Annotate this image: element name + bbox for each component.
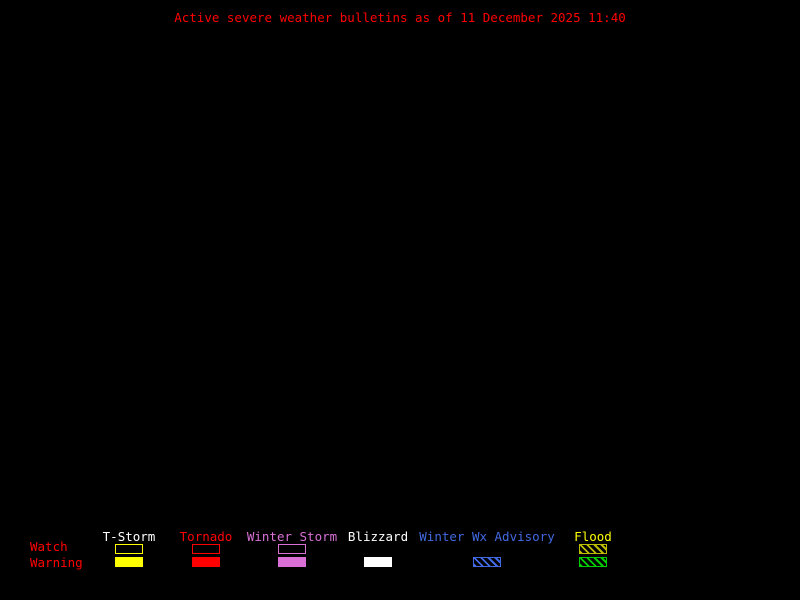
winter-wx-advisory-watch-slot — [412, 544, 562, 555]
winter-storm-watch-swatch — [278, 544, 306, 554]
tornado-warning-slot — [166, 557, 246, 568]
winter-storm-warning-slot — [237, 557, 347, 568]
tornado-warning-swatch — [192, 557, 220, 567]
winter-storm-watch-slot — [237, 544, 347, 555]
flood-watch-swatch — [579, 544, 607, 554]
blizzard-warning-swatch — [364, 557, 392, 567]
legend-column-blizzard: Blizzard — [338, 529, 418, 573]
t-storm-watch-slot — [89, 544, 169, 555]
legend-label-flood: Flood — [574, 529, 612, 544]
legend-column-winter-storm: Winter Storm — [237, 529, 347, 573]
winter-wx-advisory-warning-swatch — [473, 557, 501, 567]
warning-row-label: Warning — [30, 555, 83, 570]
legend: Watch Warning T-Storm Tornado Winter Storm… — [0, 529, 800, 589]
tornado-watch-swatch — [192, 544, 220, 554]
legend-column-tornado: Tornado — [166, 529, 246, 573]
flood-warning-slot — [563, 557, 623, 568]
watch-row-label: Watch — [30, 539, 68, 554]
legend-label-blizzard: Blizzard — [347, 529, 409, 544]
legend-label-tornado: Tornado — [179, 529, 233, 544]
legend-label-winter-wx-advisory: Winter Wx Advisory — [419, 529, 555, 544]
legend-label-t-storm: T-Storm — [102, 529, 156, 544]
map-area — [0, 28, 800, 523]
page-title: Active severe weather bulletins as of 11… — [174, 10, 626, 25]
legend-column-winter-wx-advisory: Winter Wx Advisory — [412, 529, 562, 573]
t-storm-watch-swatch — [115, 544, 143, 554]
blizzard-watch-slot — [338, 544, 418, 555]
legend-column-t-storm: T-Storm — [89, 529, 169, 573]
winter-storm-warning-swatch — [278, 557, 306, 567]
winter-wx-advisory-warning-slot — [412, 557, 562, 568]
flood-warning-swatch — [579, 557, 607, 567]
flood-watch-slot — [563, 544, 623, 555]
blizzard-warning-slot — [338, 557, 418, 568]
legend-column-flood: Flood — [563, 529, 623, 573]
t-storm-warning-swatch — [115, 557, 143, 567]
t-storm-warning-slot — [89, 557, 169, 568]
legend-label-winter-storm: Winter Storm — [246, 529, 338, 544]
tornado-watch-slot — [166, 544, 246, 555]
